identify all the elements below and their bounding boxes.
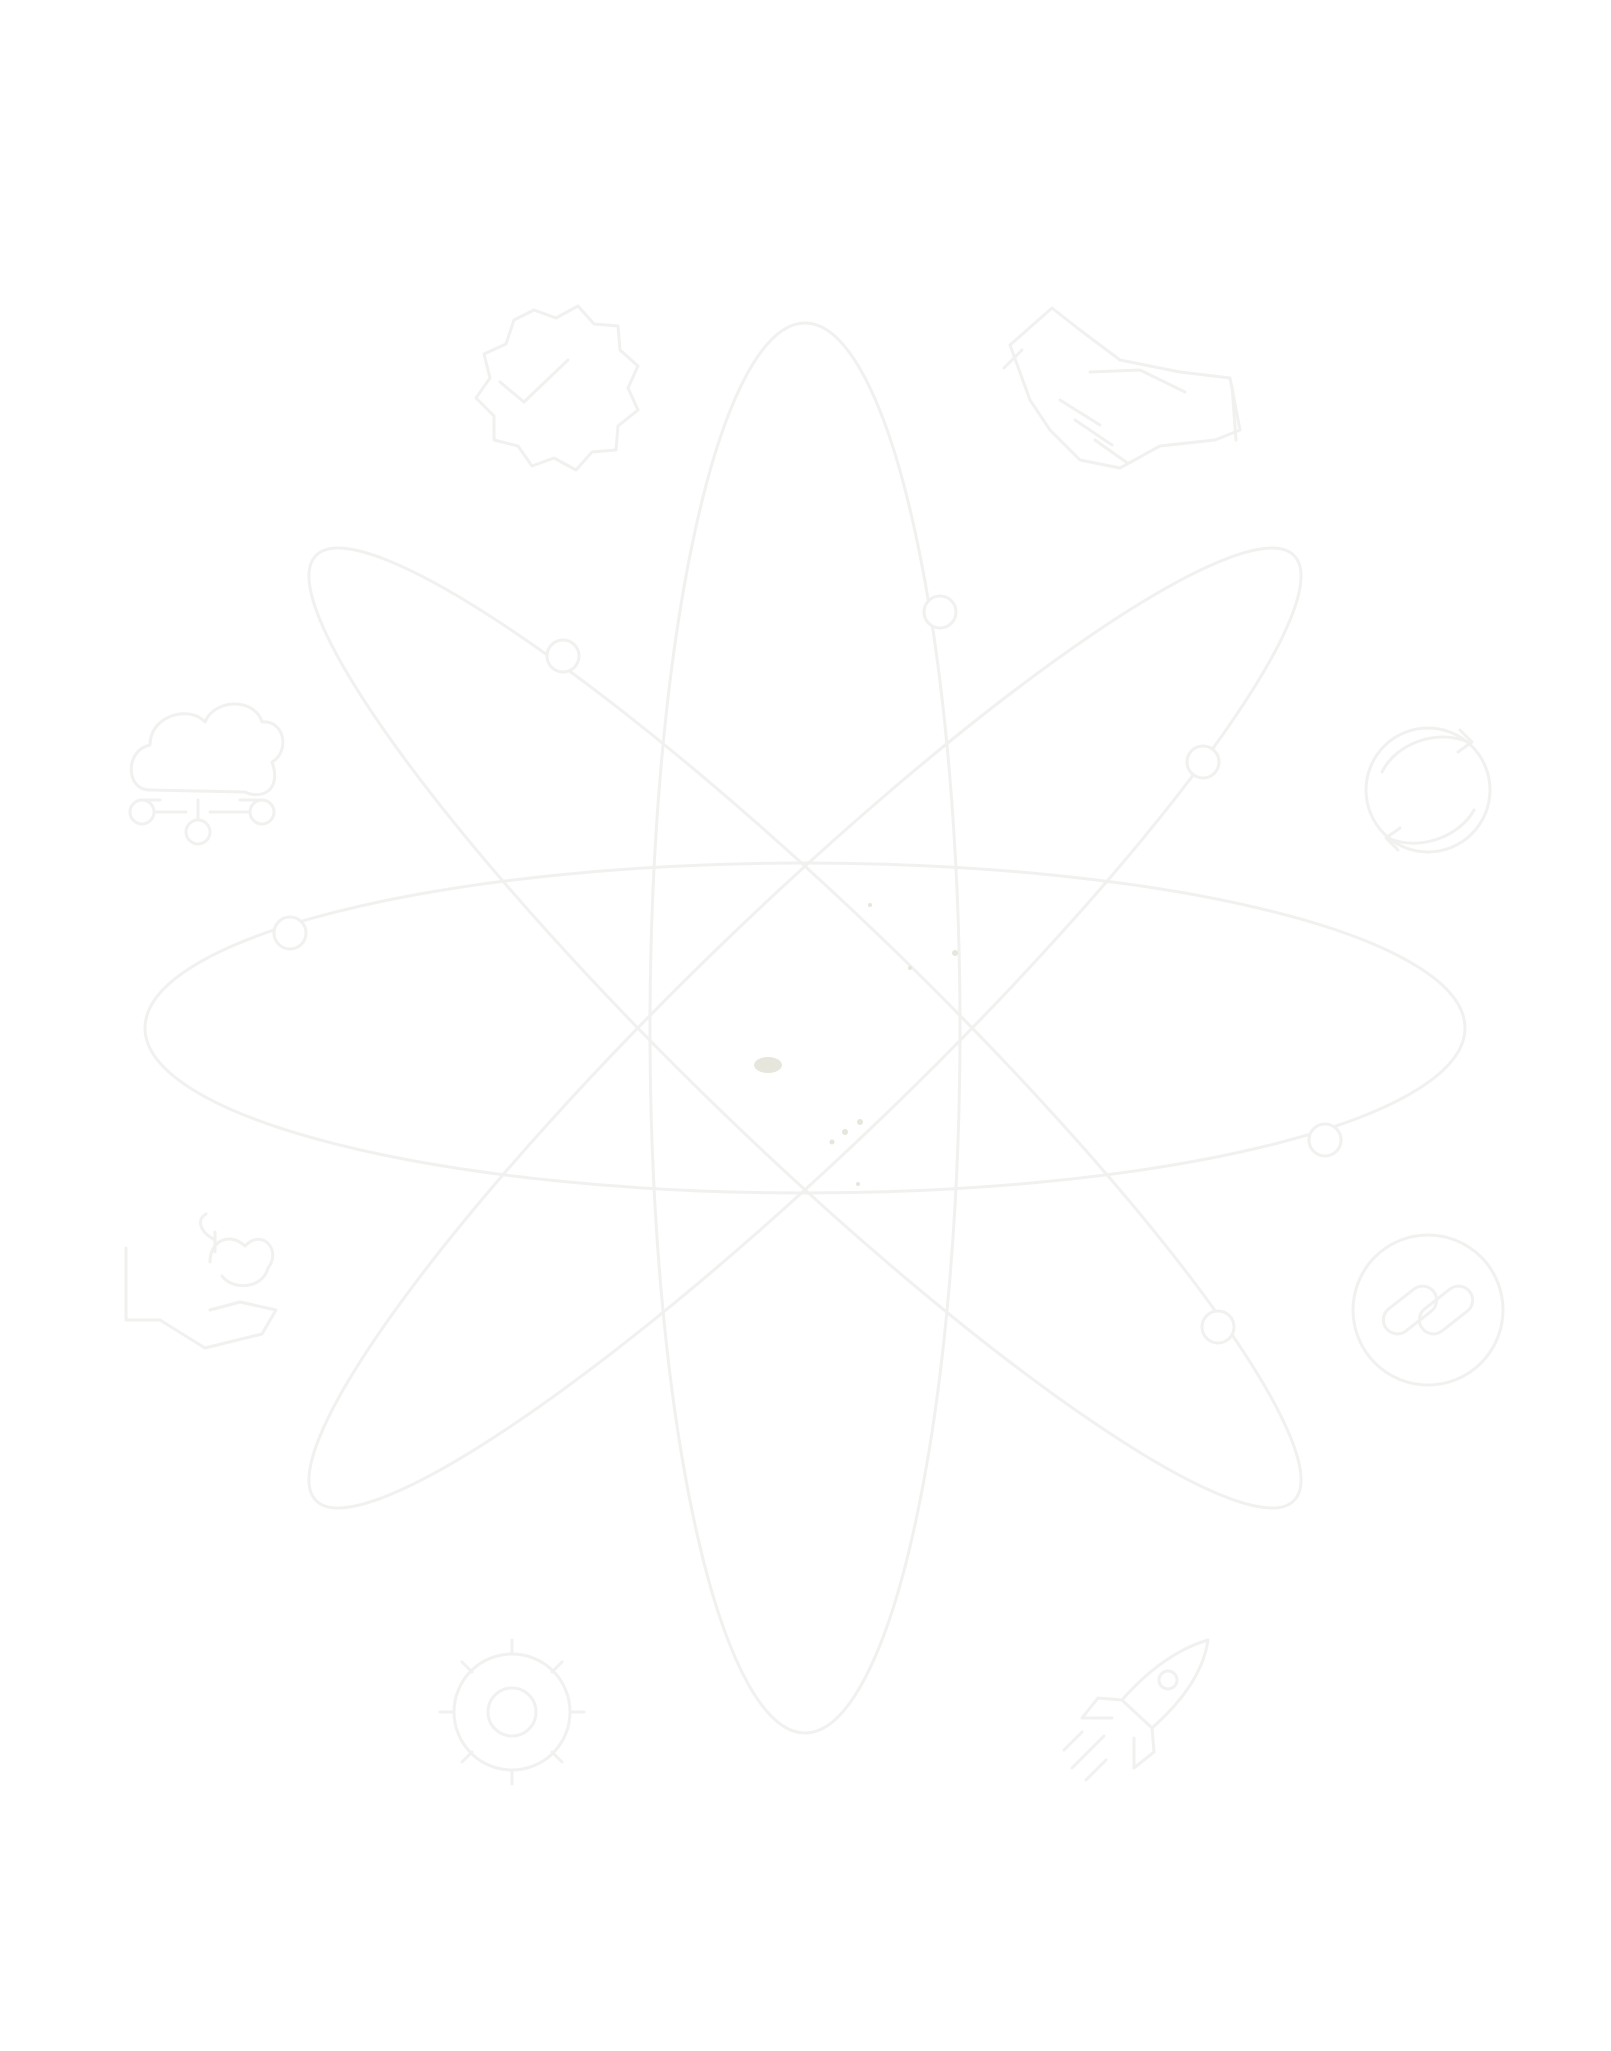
link-chain-icon [1351,1233,1505,1387]
electron-node [1185,744,1221,780]
cloud-network-icon [128,702,285,846]
verified-badge-icon [474,304,640,472]
electron-nodes [272,594,1343,1345]
diagonal-orbit-right [307,546,1303,1510]
orbits [143,321,1467,1735]
nucleus-speckle [856,1182,860,1186]
nucleus-speckle [842,1129,848,1135]
electron-node [1307,1122,1343,1158]
gear-settings-icon [438,1638,586,1786]
nucleus-speckle [868,903,872,907]
rocket-icon [1062,1638,1210,1782]
vertical-orbit [648,321,962,1735]
electron-node [1200,1309,1236,1345]
handshake-icon [1002,306,1242,470]
nucleus-speckles [754,903,958,1186]
nucleus-speckle [829,1139,835,1145]
nucleus-speckle [754,1057,782,1073]
horizontal-orbit [143,861,1467,1195]
refresh-cycle-icon [1364,726,1492,854]
diagonal-orbit-left [307,546,1303,1510]
nucleus-speckle [908,966,912,970]
electron-node [272,915,308,951]
hand-with-plant-icon [124,1212,278,1350]
nucleus-speckle [857,1119,863,1125]
electron-node [922,594,958,630]
nucleus-speckle [952,950,958,956]
electron-node [545,638,581,674]
